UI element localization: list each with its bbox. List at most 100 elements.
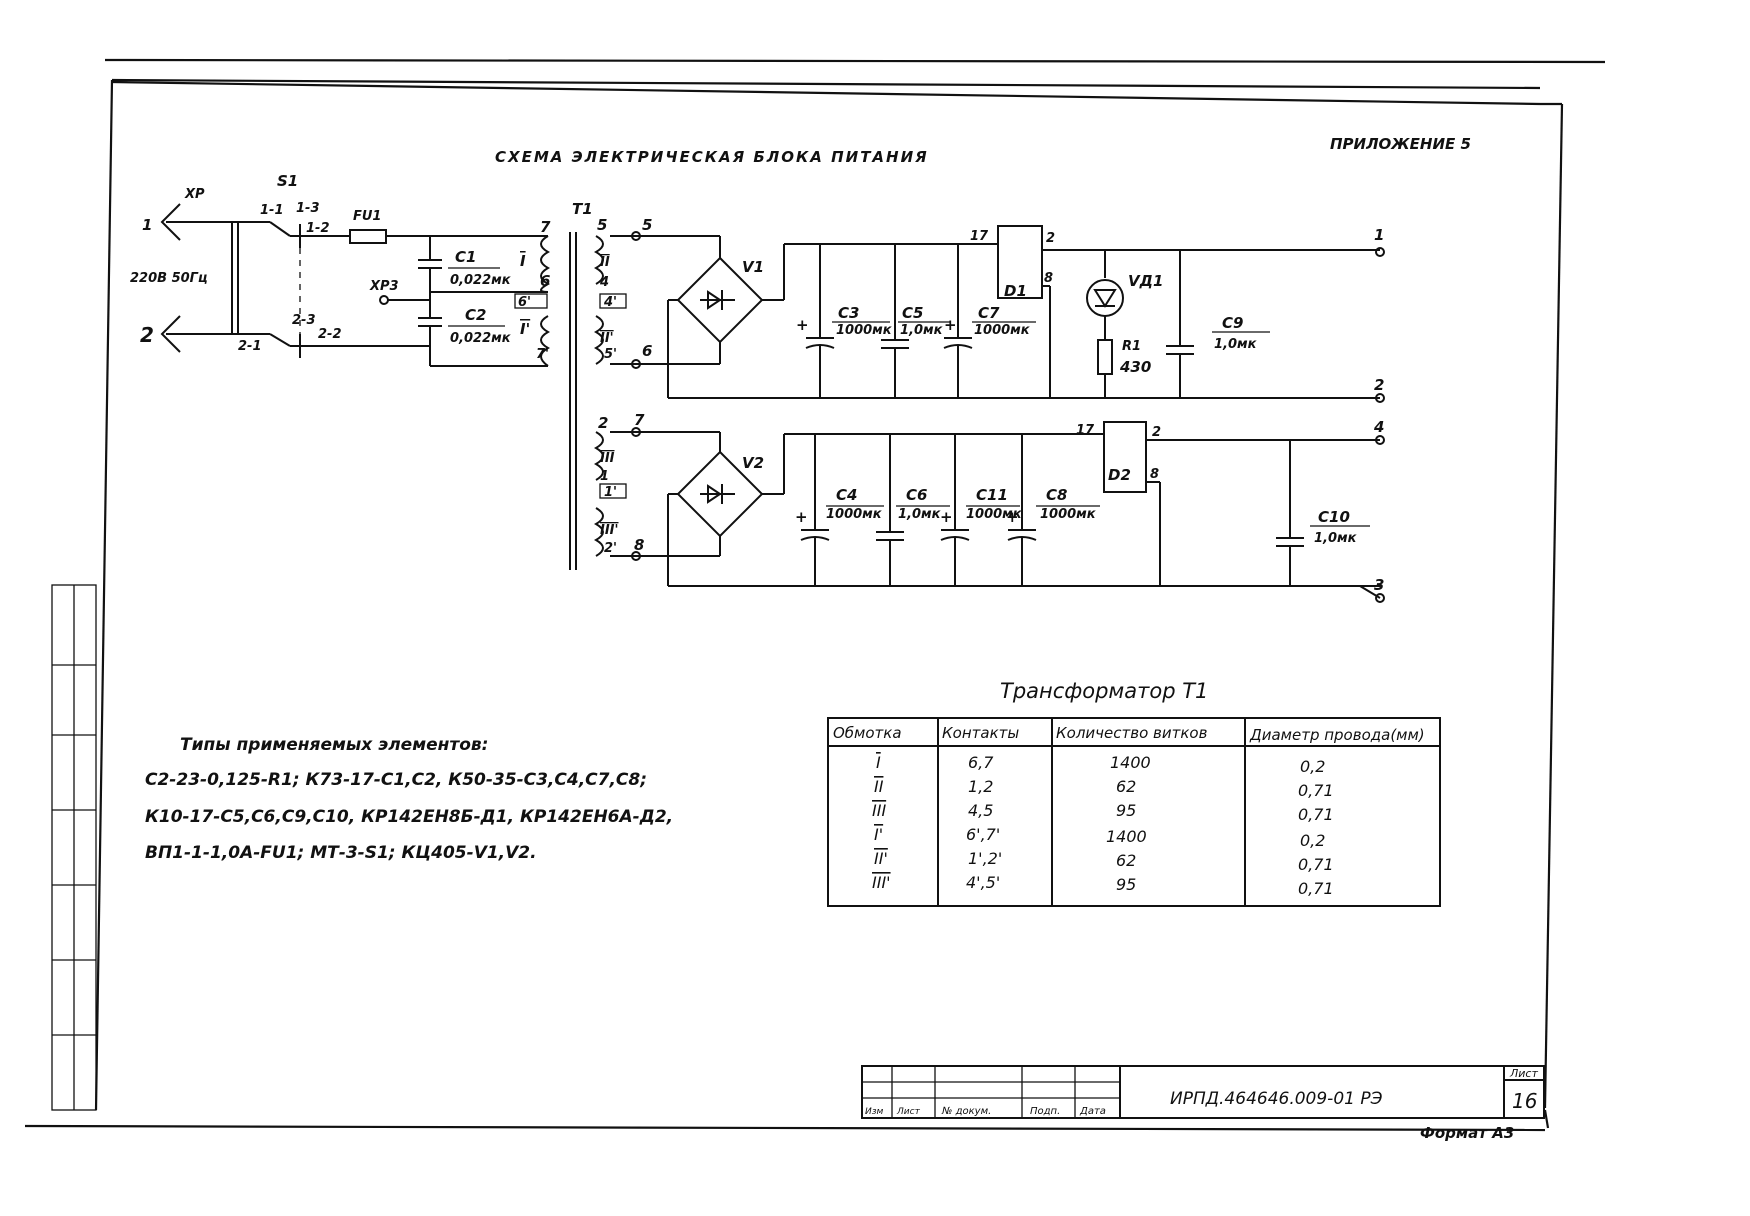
- drawing-frame: [24, 58, 1606, 1132]
- c2-value: 0,022мк: [450, 331, 512, 346]
- c11-plus: +: [940, 508, 953, 526]
- table-row-4: I' 6',7' 1400 0,2: [874, 825, 1325, 850]
- c7-plus: +: [944, 316, 957, 334]
- table-header-winding: Обмотка: [833, 724, 902, 742]
- table-cell: 95: [1116, 801, 1136, 820]
- left-revision-strip: [51, 584, 97, 1111]
- title-block: [861, 1065, 1545, 1119]
- plug-pin2-label: 2: [140, 323, 154, 347]
- c8-value: 1000мк: [1040, 507, 1097, 522]
- led-vd1: [1086, 250, 1124, 398]
- v2-label: V2: [742, 454, 764, 472]
- table-cell: 6,7: [968, 753, 994, 772]
- winding-III: III: [600, 451, 615, 466]
- paper-format: Формат А3: [1420, 1124, 1514, 1142]
- table-cell: II: [874, 777, 884, 796]
- c3-plus: +: [796, 316, 809, 334]
- output-4: 4: [1373, 418, 1384, 436]
- mains-voltage-label: 220В 50Гц: [130, 271, 208, 286]
- c4-name: C4: [836, 486, 857, 504]
- d1-pin2: 2: [1046, 231, 1055, 246]
- d1-label: D1: [1004, 282, 1027, 300]
- winding-II-prime: II': [600, 331, 614, 346]
- r1-value: 430: [1119, 358, 1151, 376]
- table-cell: II': [874, 849, 888, 868]
- c8-name: C8: [1046, 486, 1067, 504]
- node-7: 7: [634, 411, 645, 429]
- title-block-list: Лист: [896, 1107, 921, 1117]
- c3-name: C3: [838, 304, 859, 322]
- table-cell: 1400: [1110, 753, 1151, 772]
- table-cell: 1400: [1106, 827, 1147, 846]
- capacitor-c3: [805, 244, 835, 398]
- switch-s1: [269, 221, 430, 358]
- table-cell: 0,71: [1298, 855, 1334, 874]
- output-3: 3: [1374, 576, 1384, 594]
- c1-value: 0,022мк: [450, 273, 512, 288]
- sheet-number: 16: [1512, 1089, 1537, 1113]
- notes-heading: Типы применяемых элементов:: [180, 735, 488, 755]
- c7-value: 1000мк: [974, 323, 1031, 338]
- output-1: 1: [1374, 226, 1384, 244]
- table-cell: III': [872, 873, 891, 892]
- c7-name: C7: [978, 304, 1000, 322]
- term-2p: 2': [604, 541, 617, 556]
- title-block-doc: № докум.: [941, 1106, 991, 1117]
- r1-name: R1: [1122, 339, 1141, 354]
- term-6p: 6': [518, 295, 531, 310]
- term-5p: 5': [604, 347, 617, 362]
- capacitor-c10: [1276, 440, 1304, 586]
- term-4: 4: [599, 275, 609, 290]
- term-7p: 7': [536, 347, 549, 362]
- capacitor-c5: [881, 244, 909, 398]
- table-cell: 6',7': [966, 825, 1000, 844]
- table-cell: 0,2: [1300, 831, 1325, 850]
- switch-contact-2-3: 2-3: [292, 313, 316, 328]
- table-cell: 0,71: [1298, 805, 1334, 824]
- table-header-contacts: Контакты: [942, 724, 1019, 742]
- node-6: 6: [642, 342, 652, 360]
- switch-contact-1-2: 1-2: [306, 221, 330, 236]
- c10-name: C10: [1318, 508, 1350, 526]
- c11-value: 1000мк: [966, 507, 1023, 522]
- plug-label: XP: [184, 187, 205, 202]
- vd1-label: VД1: [1128, 272, 1163, 290]
- table-cell: 0,71: [1298, 879, 1334, 898]
- table-cell: 0,71: [1298, 781, 1334, 800]
- regulator-d1: [997, 225, 1051, 398]
- c9-name: C9: [1222, 314, 1243, 332]
- node-8: 8: [634, 536, 644, 554]
- transformer-label: T1: [572, 200, 593, 218]
- lower-rails: [668, 433, 1385, 603]
- title-block-data: Дата: [1079, 1106, 1106, 1117]
- table-cell: 0,2: [1300, 757, 1325, 776]
- d2-pin17: 17: [1076, 423, 1095, 438]
- table-row-3: III 4,5 95 0,71: [872, 801, 1334, 824]
- switch-contact-1-3: 1-3: [296, 201, 320, 216]
- table-cell: I': [874, 825, 883, 844]
- appendix-label: ПРИЛОЖЕНИЕ 5: [1330, 135, 1471, 153]
- output-2: 2: [1374, 376, 1384, 394]
- c10-value: 1,0мк: [1314, 531, 1358, 546]
- mains-plug: [160, 203, 270, 353]
- table-header-turns: Количество витков: [1056, 724, 1208, 742]
- capacitor-c8: [1007, 434, 1037, 586]
- d1-pin17: 17: [970, 229, 989, 244]
- capacitor-c11: [940, 434, 970, 586]
- term-1: 1: [600, 469, 609, 484]
- capacitor-c9: [1166, 250, 1194, 398]
- c9-value: 1,0мк: [1214, 337, 1258, 352]
- sheet-title: СХЕМА ЭЛЕКТРИЧЕСКАЯ БЛОКА ПИТАНИЯ: [495, 148, 929, 166]
- term-2: 2: [598, 414, 608, 432]
- title-block-podp: Подп.: [1030, 1106, 1060, 1117]
- c6-name: C6: [906, 486, 927, 504]
- capacitor-c7: [943, 244, 973, 398]
- switch-contact-2-1: 2-1: [238, 339, 262, 354]
- sheet-label: Лист: [1509, 1067, 1538, 1080]
- transformer-t1: [514, 232, 627, 570]
- input-capacitors: [379, 235, 548, 367]
- switch-label: S1: [277, 172, 298, 190]
- c4-plus: +: [795, 508, 808, 526]
- winding-I-prime: I': [520, 320, 530, 338]
